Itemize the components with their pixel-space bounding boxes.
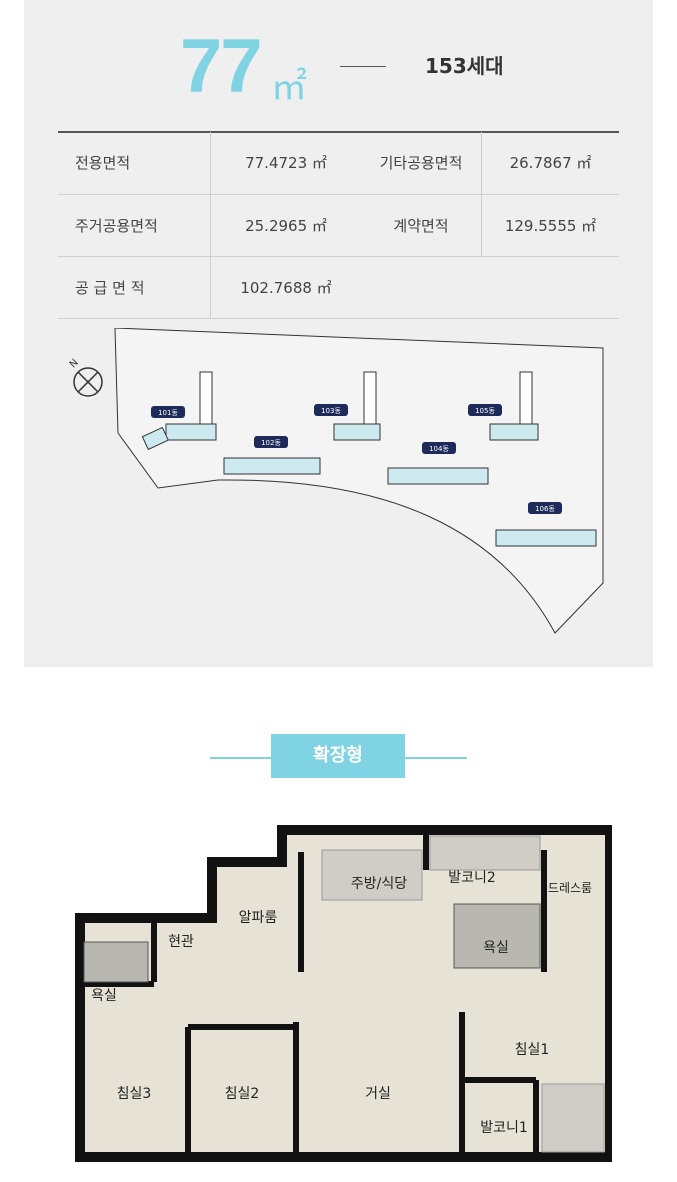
room-label-bedroom1: 침실1 — [515, 1042, 550, 1058]
area-label: 주거공용면적 — [58, 194, 211, 256]
area-label: 공 급 면 적 — [58, 256, 211, 318]
area-value: 25.2965 ㎡ — [245, 216, 327, 235]
building-104: 104동 — [387, 442, 489, 485]
area-table: 전용면적 77.4723 ㎡ 기타공용면적 26.7867 ㎡ 주거공용면적 2… — [58, 132, 619, 319]
room-label-bedroom2: 침실2 — [225, 1086, 260, 1102]
room-label-bath1: 욕실 — [91, 988, 117, 1004]
room-label-entrance: 현관 — [168, 934, 194, 950]
area-value: 26.7867 ㎡ — [481, 132, 619, 194]
badge-line-left — [210, 757, 271, 759]
area-label: 기타공용면적 — [379, 154, 463, 173]
area-value: 129.5555 ㎡ — [481, 194, 619, 256]
area-value — [482, 256, 620, 318]
building-101: 101동 — [141, 371, 217, 451]
area-label — [361, 256, 482, 318]
title-divider — [340, 66, 386, 67]
room-label-living: 거실 — [365, 1086, 391, 1102]
building-label: 103동 — [321, 407, 341, 415]
north-label: N — [68, 357, 81, 370]
table-top-rule — [58, 131, 619, 133]
room-label-balcony1: 발코니1 — [480, 1120, 528, 1136]
type-badge: 확장형 — [271, 734, 405, 778]
floor-plan: 주방/식당 발코니2 드레스룸 알파룸 현관 욕실 욕실 침실1 침실3 침실2… — [75, 825, 612, 1162]
building-label: 106동 — [535, 505, 555, 513]
badge-line-right — [405, 757, 467, 759]
building-label: 101동 — [158, 409, 178, 417]
building-label: 105동 — [475, 407, 495, 415]
area-label: 계약면적 — [393, 216, 449, 235]
area-value: 77.4723 ㎡ — [245, 154, 327, 173]
room-label-dressroom: 드레스룸 — [548, 881, 592, 895]
area-value: 102.7688 ㎡ — [240, 278, 332, 297]
room-label-bedroom3: 침실3 — [117, 1086, 152, 1102]
unit-size-unit: ㎡ — [271, 66, 308, 107]
room-label-bath2: 욕실 — [483, 940, 509, 956]
table-row: 주거공용면적 25.2965 ㎡ 계약면적 129.5555 ㎡ — [58, 194, 619, 256]
compass-icon: N — [68, 357, 103, 397]
building-106: 106동 — [495, 502, 597, 547]
area-label: 전용면적 — [58, 132, 211, 194]
building-label: 104동 — [429, 445, 449, 453]
table-row: 전용면적 77.4723 ㎡ 기타공용면적 26.7867 ㎡ — [58, 132, 619, 194]
building-label: 102동 — [261, 439, 281, 447]
building-105: 105동 — [468, 371, 539, 441]
building-103: 103동 — [314, 371, 381, 441]
building-102: 102동 — [223, 436, 321, 475]
table-row: 공 급 면 적 102.7688 ㎡ — [58, 256, 619, 318]
room-label-alpha: 알파룸 — [239, 910, 278, 926]
room-label-balcony2: 발코니2 — [448, 870, 496, 886]
room-label-kitchen: 주방/식당 — [351, 876, 407, 892]
site-plan: N 101동 102동 103동 104동 105동 106동 — [68, 328, 604, 634]
household-count: 153세대 — [425, 54, 504, 78]
unit-size-number: 77 — [180, 24, 263, 109]
